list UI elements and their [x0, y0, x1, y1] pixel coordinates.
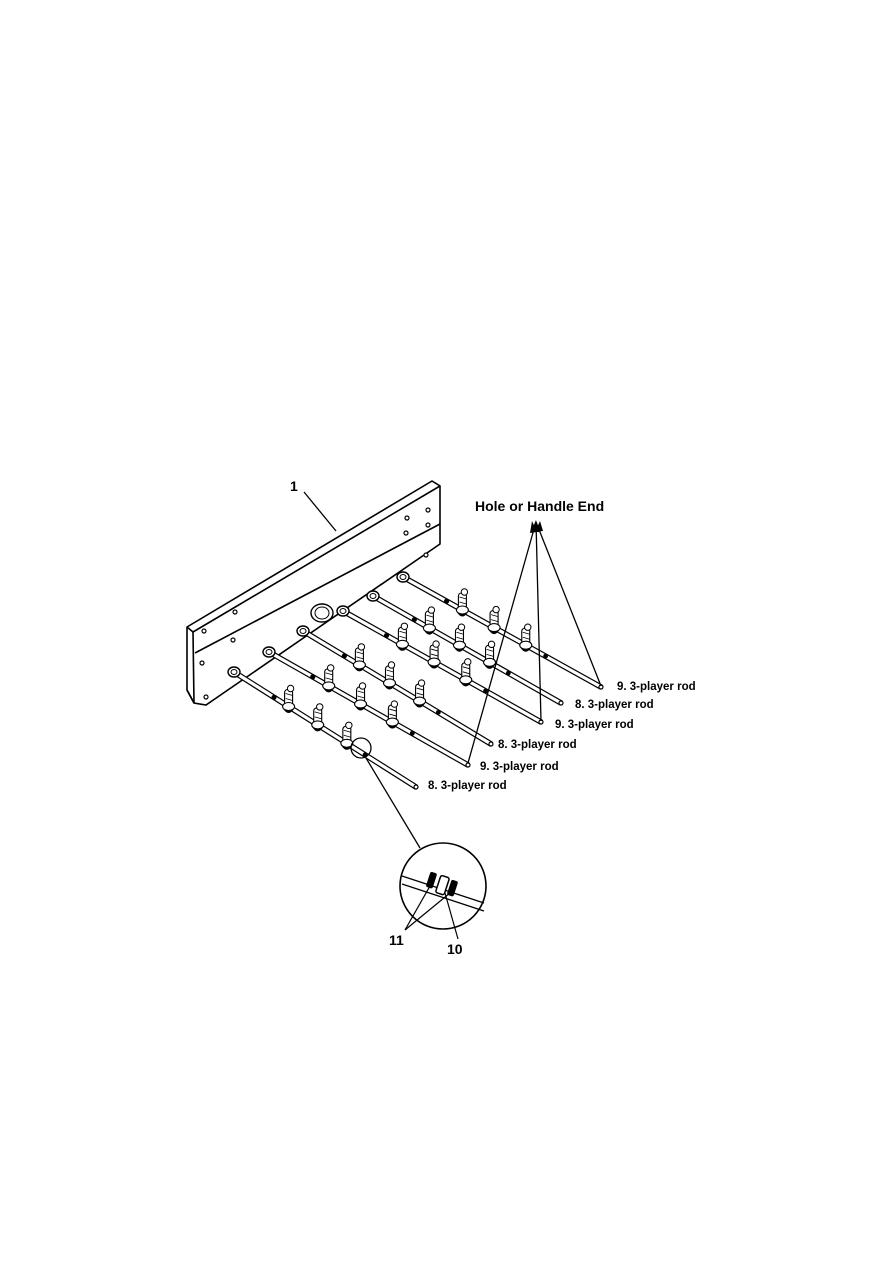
player-figure [282, 684, 296, 713]
washer-number-label: 11 [389, 932, 404, 948]
player-figure [385, 700, 399, 729]
bumper-number-label: 10 [447, 941, 463, 957]
leader-lines [303, 491, 602, 849]
rod [296, 625, 494, 747]
hole-end-leader-3 [535, 521, 602, 687]
bumper-part [435, 874, 450, 896]
rods [227, 571, 604, 790]
rod [262, 646, 471, 768]
player-figure [353, 682, 368, 711]
rod-label: 9. 3-player rod [617, 681, 696, 693]
player-figure [427, 640, 441, 669]
hole-end-leader-1 [467, 521, 537, 764]
rod [227, 666, 419, 790]
hole-end-label: Hole or Handle End [475, 498, 604, 514]
rod [366, 590, 564, 706]
player-figure [459, 658, 473, 687]
rod-label: 8. 3-player rod [575, 699, 654, 711]
panel-number-label: 1 [290, 478, 298, 494]
player-figure [487, 605, 501, 635]
hole-end-leader-2 [535, 521, 542, 722]
panel-leader-line [303, 491, 337, 532]
player-figure [422, 606, 436, 635]
rod-label: 9. 3-player rod [555, 719, 634, 731]
player-figure [382, 661, 397, 690]
player-figure [322, 664, 336, 693]
washer-part [426, 871, 437, 889]
player-figure [340, 721, 354, 750]
detail-circle-small [350, 737, 372, 759]
player-figure [452, 623, 467, 652]
player-figure [413, 679, 427, 708]
player-figure [311, 703, 325, 732]
rod-label: 8. 3-player rod [498, 739, 577, 751]
detail-view [399, 842, 487, 940]
rod-label: 8. 3-player rod [428, 780, 507, 792]
player-figure [455, 588, 469, 617]
player-figure [483, 640, 497, 669]
rod [336, 605, 544, 725]
player-figure [395, 622, 409, 651]
washer-part [447, 879, 458, 897]
leader-arrowheads [530, 520, 543, 533]
player-figure [352, 643, 366, 672]
player-figure [519, 623, 533, 652]
rod [396, 571, 604, 690]
side-panel [186, 480, 441, 706]
rod-label: 9. 3-player rod [480, 761, 559, 773]
detail-leader-line [365, 757, 421, 849]
